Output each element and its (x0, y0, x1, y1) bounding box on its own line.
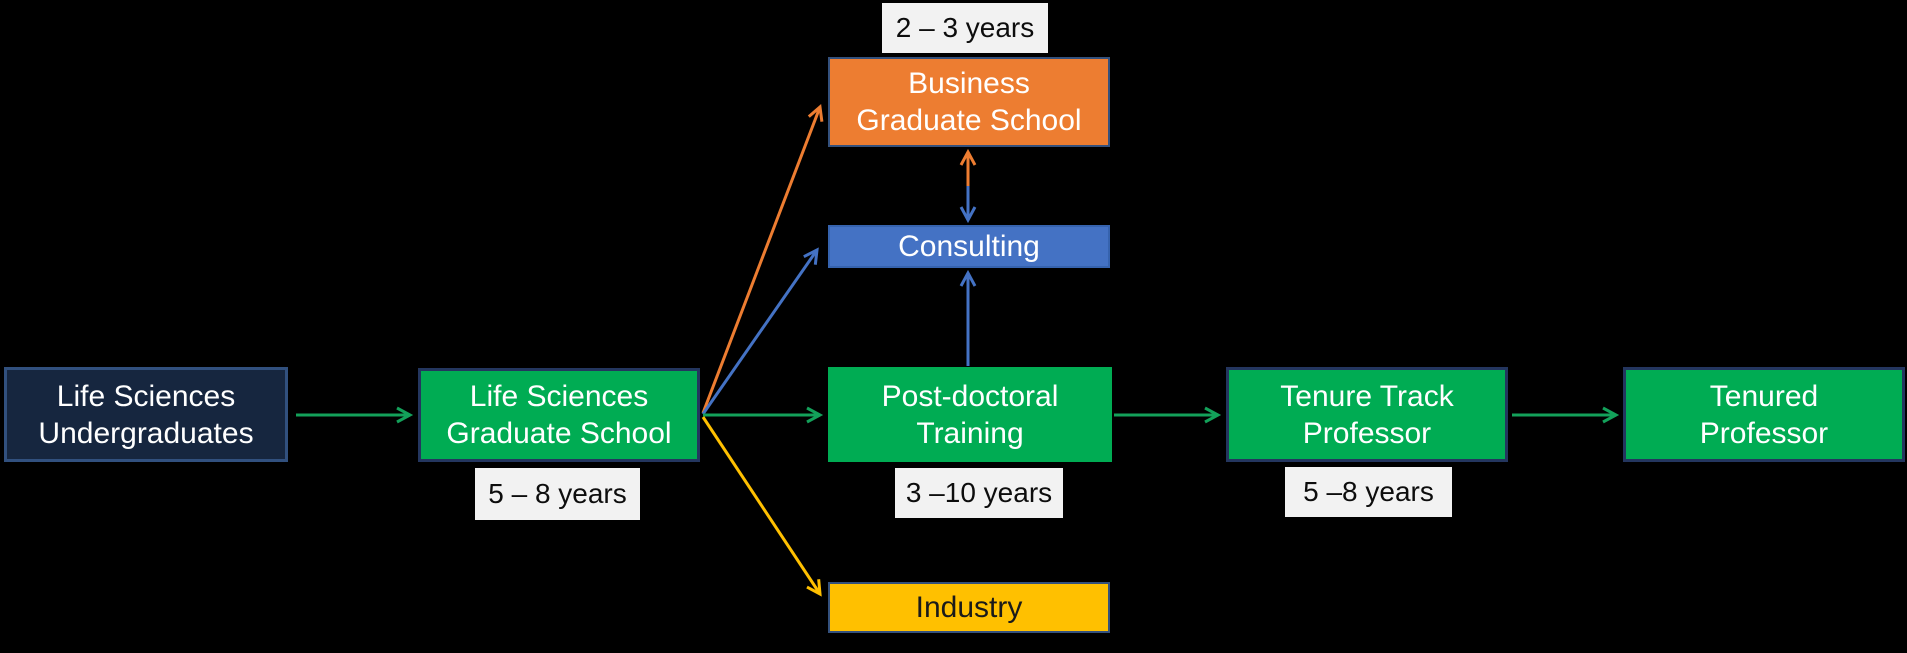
node-tenure-track-professor: Tenure Track Professor (1226, 367, 1508, 462)
duration-label-grad-school: 5 – 8 years (475, 468, 640, 520)
node-text-line: Tenure Track (1280, 379, 1454, 413)
node-text-line: Life Sciences (56, 379, 236, 413)
node-text-line: Professor (1699, 416, 1829, 450)
node-tenured-professor: Tenured Professor (1623, 367, 1905, 462)
node-life-sciences-undergraduates: Life Sciences Undergraduates (4, 367, 288, 462)
edge-grad-school-to-industry (701, 416, 822, 597)
duration-label-business-grad-school: 2 – 3 years (882, 3, 1048, 53)
node-text-line: Professor (1302, 416, 1432, 450)
node-text-line: Post-doctoral (881, 379, 1059, 413)
node-business-graduate-school: Business Graduate School (828, 57, 1110, 147)
node-text-line: Life Sciences (469, 380, 649, 413)
duration-label-postdoc: 3 –10 years (895, 468, 1063, 518)
duration-label-tenure-track: 5 –8 years (1285, 467, 1452, 517)
node-text-line: Industry (915, 591, 1023, 624)
node-text-line: Consulting (898, 230, 1040, 263)
node-text-line: Tenured (1709, 379, 1819, 413)
edge-grad-school-to-consulting (701, 247, 819, 415)
node-industry: Industry (828, 582, 1110, 633)
node-text-line: Graduate School (446, 417, 672, 450)
node-text-line: Graduate School (856, 104, 1082, 137)
node-consulting: Consulting (828, 225, 1110, 268)
node-life-sciences-graduate-school: Life Sciences Graduate School (418, 368, 700, 462)
node-text-line: Business (908, 67, 1030, 100)
node-text-line: Training (916, 416, 1024, 450)
node-text-line: Undergraduates (38, 416, 254, 450)
edge-grad-school-to-business (701, 104, 824, 414)
node-post-doctoral-training: Post-doctoral Training (828, 367, 1112, 462)
